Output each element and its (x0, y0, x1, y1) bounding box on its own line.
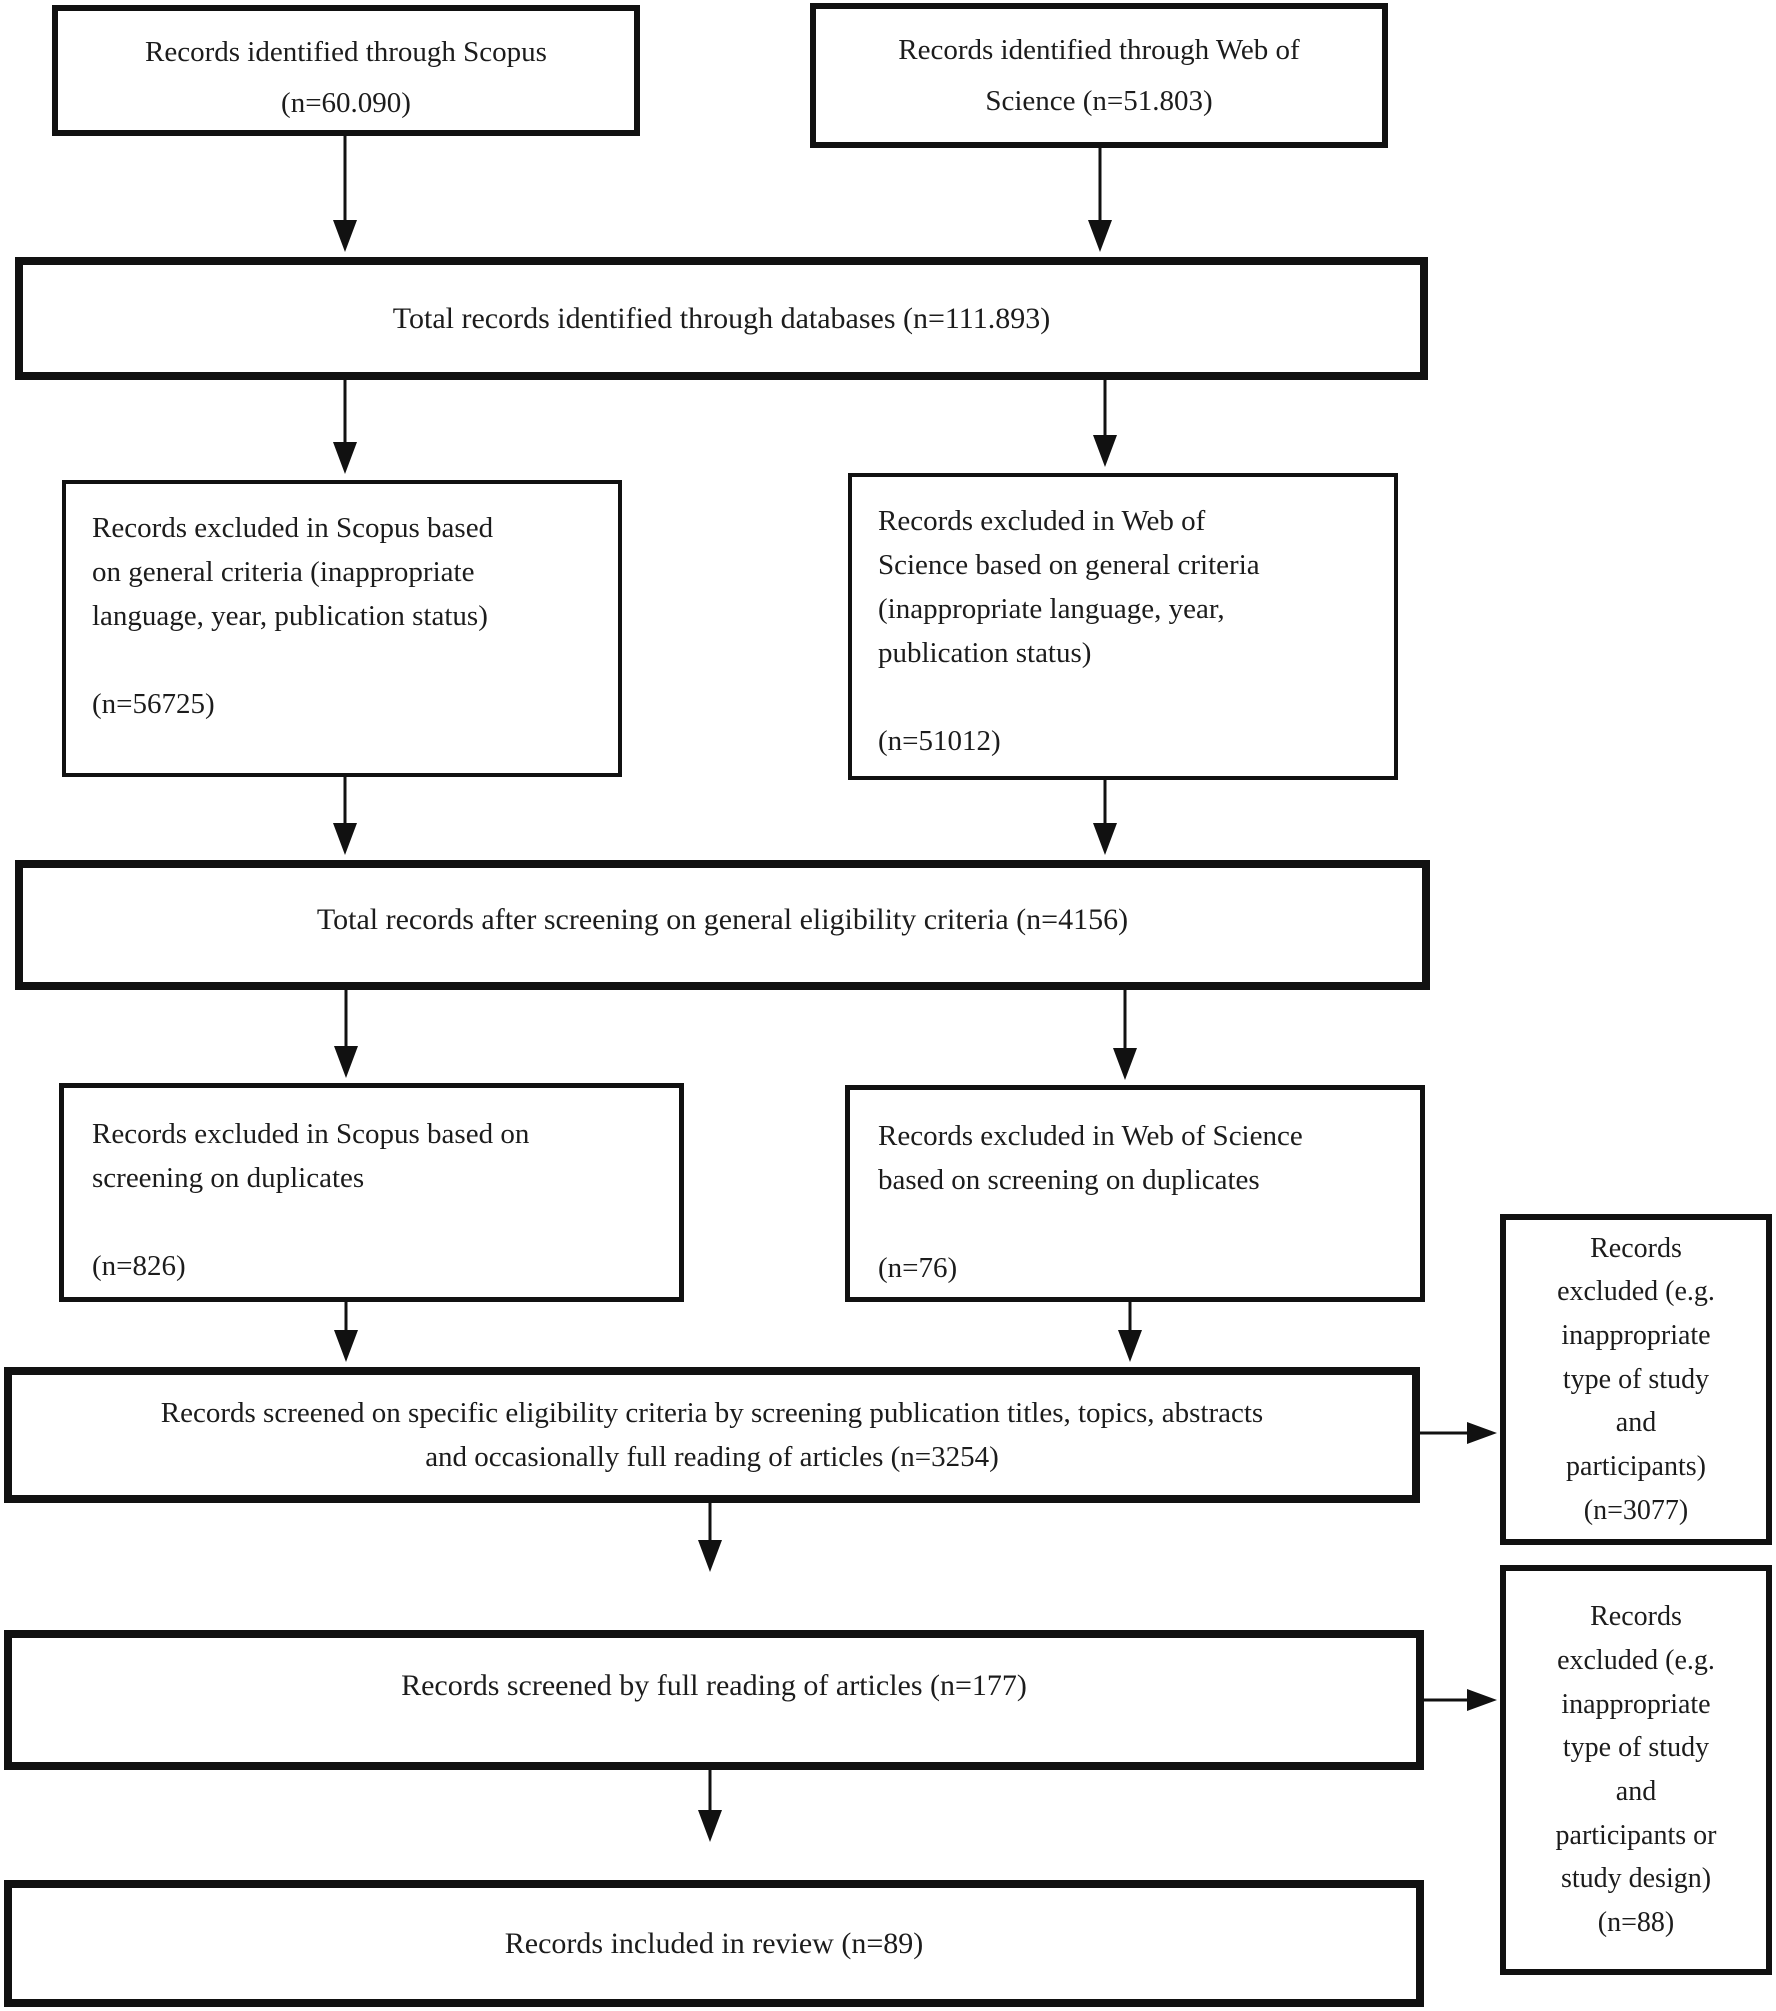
node-scopus-excluded-general: Records excluded in Scopus based on gene… (62, 480, 622, 777)
arrow-specific-to-full-reading-icon (698, 1503, 722, 1572)
node-wos-excluded-duplicates: Records excluded in Web of Science based… (845, 1085, 1425, 1302)
arrow-screening-to-scopus-duplicates-icon (334, 990, 358, 1078)
arrow-total-to-wos-excluded-icon (1093, 380, 1117, 467)
node-scopus-excluded-duplicates: Records excluded in Scopus based on scre… (59, 1083, 684, 1302)
node-wos-identified: Records identified through Web of Scienc… (810, 3, 1388, 148)
node-excluded-type-design: Records excluded (e.g. inappropriate typ… (1500, 1565, 1772, 1975)
arrow-wos-duplicates-to-specific-icon (1118, 1302, 1142, 1362)
node-screened-specific-criteria: Records screened on specific eligibility… (4, 1367, 1420, 1503)
arrow-wos-to-total-icon (1088, 147, 1112, 252)
arrow-full-reading-to-included-icon (698, 1770, 722, 1842)
arrow-scopus-duplicates-to-specific-icon (334, 1302, 358, 1362)
arrow-specific-to-excluded-participants-icon (1420, 1422, 1497, 1444)
arrow-wos-excluded-to-screening-icon (1093, 780, 1117, 855)
node-scopus-identified: Records identified through Scopus (n=60.… (52, 5, 640, 136)
node-included-review: Records included in review (n=89) (4, 1880, 1424, 2007)
arrow-scopus-to-total-icon (333, 136, 357, 252)
arrow-scopus-excluded-to-screening-icon (333, 777, 357, 855)
arrow-full-reading-to-excluded-design-icon (1424, 1689, 1497, 1711)
node-screened-full-reading: Records screened by full reading of arti… (4, 1630, 1424, 1770)
node-total-after-screening: Total records after screening on general… (15, 860, 1430, 990)
arrow-total-to-scopus-excluded-icon (333, 380, 357, 474)
node-total-identified: Total records identified through databas… (15, 257, 1428, 380)
node-wos-excluded-general: Records excluded in Web of Science based… (848, 473, 1398, 780)
node-excluded-type-participants: Records excluded (e.g. inappropriate typ… (1500, 1214, 1772, 1545)
arrow-screening-to-wos-duplicates-icon (1113, 990, 1137, 1080)
